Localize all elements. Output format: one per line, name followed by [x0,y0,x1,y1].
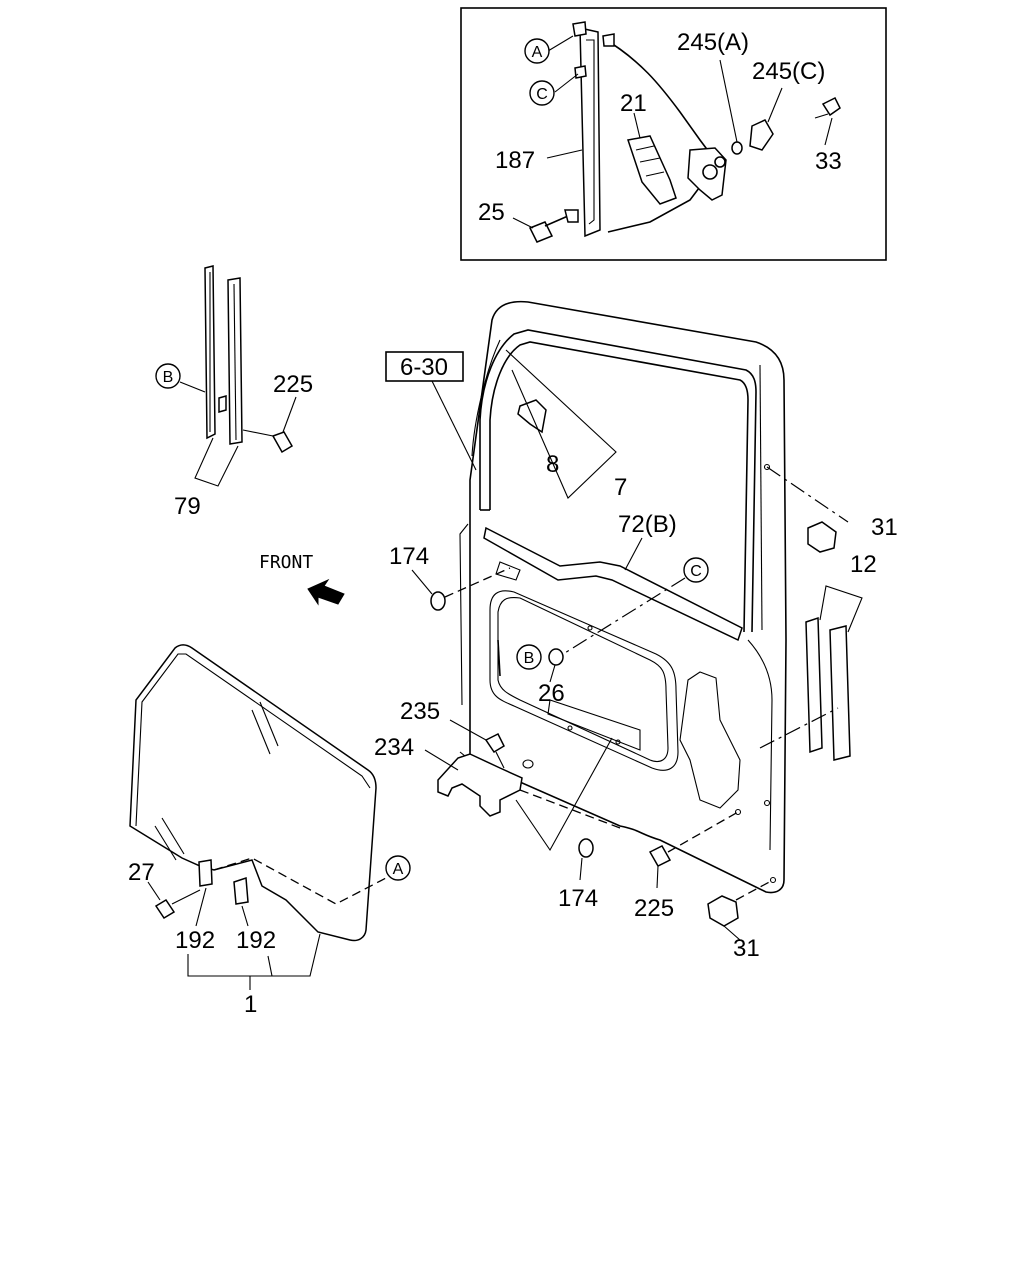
ref-circle-b-left [155,363,181,389]
outer-beltline-72b [483,526,743,642]
regulator-inset: A C 245(A) 245(C) 21 187 33 25 [460,7,887,261]
label-1: 1 [244,991,257,1018]
front-label: FRONT [259,552,313,573]
front-indicator: FRONT [259,552,345,606]
bumper-31-bottom [707,895,739,927]
regulator-rail [579,27,601,238]
ref-circle-a-inset [524,38,550,64]
door-lock-area [679,671,741,809]
nut-245a [731,141,743,155]
label-187: 187 [495,147,535,174]
label-225-top: 225 [273,371,313,398]
regulator-drum [687,147,727,201]
label-31-top: 31 [871,514,898,541]
ref-a-glass: A [393,861,404,878]
ref-circle-a-glass [385,855,411,881]
bolt-225-top [271,431,294,454]
ref-box-6-30 [385,351,464,382]
rear-channel-12b [829,625,851,761]
bolt-27 [154,898,176,920]
label-174-left: 174 [389,543,429,570]
rear-channel-12a [805,616,823,754]
label-235: 235 [400,698,440,725]
label-225-bottom: 225 [634,895,674,922]
label-192-right: 192 [236,927,276,954]
label-79: 79 [174,493,201,520]
clip-192-left [198,859,213,887]
front-arrow-icon [307,578,345,606]
label-192-left: 192 [175,927,215,954]
door-inner-rail [547,699,641,751]
ref-circle-c-door [683,557,709,583]
label-12: 12 [850,551,877,578]
ref-circle-c-inset [529,80,555,106]
door-glass-group: A 27 192 192 1 [128,644,411,1018]
regulator-cable [602,37,716,161]
ref-circle-b-door [516,644,542,670]
bumper-31-top [807,521,837,553]
run-channel-group: B 225 79 [155,265,313,520]
inset-frame [460,7,887,261]
bolt-225-bottom [648,845,672,867]
label-8: 8 [546,451,559,478]
door-assembly: 6-30 8 7 31 72(B) C 12 174 B 26 [374,300,898,962]
label-234: 234 [374,734,414,761]
label-26: 26 [538,680,565,707]
weatherstrip [479,329,757,633]
screw-33 [821,96,841,117]
label-21: 21 [620,90,647,117]
regulator-motor [627,135,677,205]
ref-b-door: B [524,650,535,667]
label-174-bottom: 174 [558,885,598,912]
label-245a: 245(A) [677,29,749,56]
bracket-234 [437,753,523,817]
clip-192-right [233,876,249,905]
door-inner-opening [497,596,669,763]
bolt-235 [484,732,505,754]
label-245c: 245(C) [752,58,825,85]
clip-245c [749,119,774,151]
bolt-25 [528,221,554,243]
nut-26 [548,648,564,666]
label-27: 27 [128,859,155,886]
label-33: 33 [815,148,842,175]
plug-174-left [430,591,446,611]
label-7: 7 [614,474,627,501]
ref-c-door: C [690,563,702,580]
label-31-bottom: 31 [733,935,760,962]
label-25: 25 [478,199,505,226]
door-outer-panel [469,300,787,894]
ref-c-inset: C [536,86,548,103]
door-glass [129,644,377,942]
plug-174-bottom [578,838,594,858]
label-72b: 72(B) [618,511,677,538]
label-6-30: 6-30 [400,354,448,381]
ref-b-left: B [163,369,174,386]
ref-a-inset: A [532,44,543,61]
